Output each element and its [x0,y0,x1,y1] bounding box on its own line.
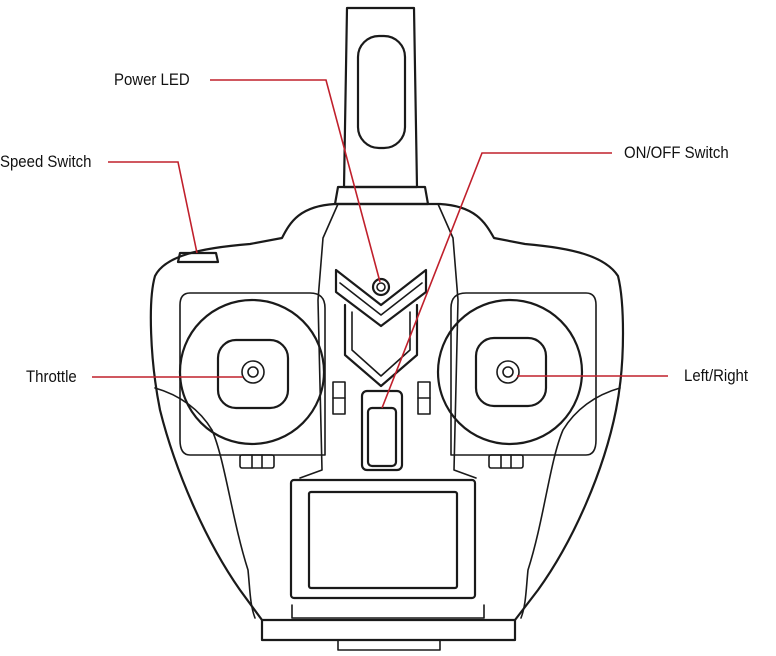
on-off-switch [360,389,404,472]
lcd-screen [289,478,477,600]
power-led-label: Power LED [114,70,190,89]
antenna [333,6,430,206]
right-stick-housing [436,292,597,456]
leader-lines [92,79,668,409]
center-emblem [334,268,428,388]
speed-switch-label: Speed Switch [0,152,92,171]
speed-switch [176,251,220,264]
throttle-label: Throttle [26,367,77,386]
left-stick-housing [178,292,326,456]
trim-buttons [239,381,524,469]
left-right-label: Left/Right [684,366,749,385]
transmitter-body [149,202,625,651]
on-off-switch-label: ON/OFF Switch [624,143,729,162]
